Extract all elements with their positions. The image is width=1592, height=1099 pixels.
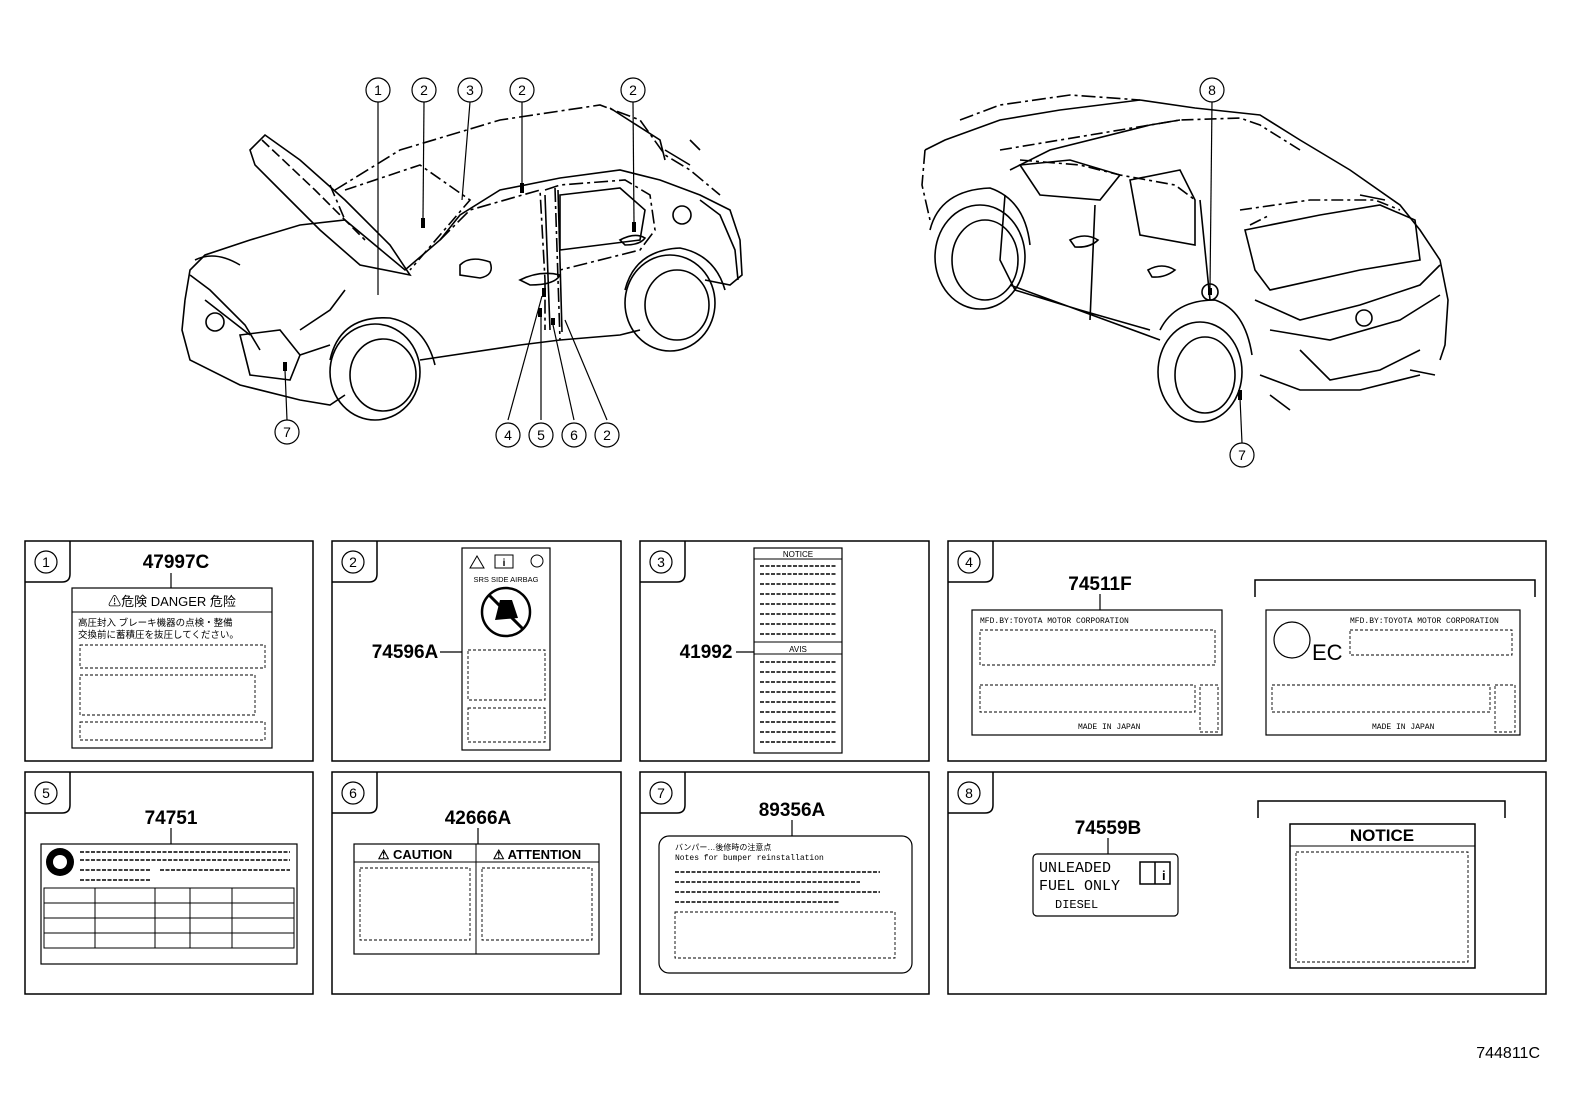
callout-circle: 3 bbox=[457, 77, 483, 103]
svg-text:2: 2 bbox=[420, 82, 428, 98]
callout-circle: 2 bbox=[594, 422, 620, 448]
panel-index: 3 bbox=[649, 550, 673, 574]
label-notice: NOTICE bbox=[783, 550, 813, 559]
callout-circle: 1 bbox=[365, 77, 391, 103]
svg-text:2: 2 bbox=[518, 82, 526, 98]
svg-text:7: 7 bbox=[1238, 447, 1246, 463]
panel-index: 4 bbox=[957, 550, 981, 574]
svg-text:7: 7 bbox=[283, 424, 291, 440]
svg-text:8: 8 bbox=[965, 785, 973, 801]
drawing-number: 744811C bbox=[1476, 1045, 1540, 1062]
label-unleaded: UNLEADED bbox=[1039, 860, 1111, 877]
svg-text:6: 6 bbox=[570, 427, 578, 443]
panel-index: 7 bbox=[649, 781, 673, 805]
svg-text:4: 4 bbox=[965, 554, 973, 570]
panel-4: 74511F MFD.BY:TOYOTA MOTOR CORPORATION M… bbox=[971, 574, 1536, 736]
svg-text:6: 6 bbox=[349, 785, 357, 801]
callout-circle: 5 bbox=[528, 422, 554, 448]
label-fuel-only: FUEL ONLY bbox=[1039, 878, 1120, 895]
front-callout-leaders bbox=[284, 101, 635, 421]
svg-text:8: 8 bbox=[1208, 82, 1216, 98]
svg-text:7: 7 bbox=[657, 785, 665, 801]
rear-car-illustration bbox=[921, 94, 1449, 423]
svg-text:5: 5 bbox=[42, 785, 50, 801]
label-caption: SRS SIDE AIRBAG bbox=[473, 575, 538, 584]
part-number: 74559B bbox=[1075, 818, 1142, 839]
label-origin: MADE IN JAPAN bbox=[1078, 723, 1141, 732]
callout-circle: 8 bbox=[1199, 77, 1225, 103]
panel-frames bbox=[24, 540, 1547, 995]
info-icon: i bbox=[503, 558, 506, 569]
label-danger-title: ⚠危険 DANGER 危险 bbox=[108, 594, 236, 609]
front-car-illustration bbox=[181, 104, 743, 421]
label-text-line: 交換前に蓄積圧を抜圧してください。 bbox=[78, 629, 239, 641]
label-diesel: DIESEL bbox=[1055, 898, 1098, 912]
panel-6: 42666A ⚠ CAUTION ⚠ ATTENTION bbox=[353, 808, 600, 955]
part-number: 74751 bbox=[145, 808, 198, 829]
panel-index: 5 bbox=[34, 781, 58, 805]
rear-callout-leaders bbox=[1209, 101, 1243, 444]
svg-text:1: 1 bbox=[42, 554, 50, 570]
panel-1: 47997C ⚠危険 DANGER 危险 高圧封入 ブレーキ機器の点検・整備 交… bbox=[71, 552, 273, 749]
part-number: 42666A bbox=[445, 808, 512, 829]
panel-2: 74596A i SRS SIDE AIRBAG bbox=[372, 547, 551, 751]
label-text-line: バンパー…後修時の注意点 bbox=[675, 842, 771, 852]
callout-circle: 6 bbox=[561, 422, 587, 448]
svg-text:4: 4 bbox=[504, 427, 512, 443]
label-notice: NOTICE bbox=[1350, 826, 1414, 845]
callout-circle: 2 bbox=[620, 77, 646, 103]
front-label-marks bbox=[283, 183, 636, 371]
svg-text:5: 5 bbox=[537, 427, 545, 443]
panel-index: 2 bbox=[341, 550, 365, 574]
callout-circle: 4 bbox=[495, 422, 521, 448]
callout-circle: 7 bbox=[274, 419, 300, 445]
ec-mark: EC bbox=[1312, 640, 1343, 665]
callout-circle: 7 bbox=[1229, 442, 1255, 468]
label-text-line: Notes for bumper reinstallation bbox=[675, 854, 824, 863]
info-icon: i bbox=[1162, 868, 1166, 883]
no-child-seat-icon bbox=[480, 586, 532, 638]
panel-7: 89356A バンパー…後修時の注意点 Notes for bumper rei… bbox=[658, 800, 913, 974]
part-number: 74511F bbox=[1068, 574, 1131, 595]
svg-text:2: 2 bbox=[629, 82, 637, 98]
part-number: 89356A bbox=[759, 800, 826, 821]
front-callouts: 1 2 3 2 2 7 4 5 6 2 bbox=[274, 77, 646, 448]
part-number: 74596A bbox=[372, 642, 439, 663]
part-number: 41992 bbox=[680, 642, 733, 663]
panel-index: 8 bbox=[957, 781, 981, 805]
label-maker: MFD.BY:TOYOTA MOTOR CORPORATION bbox=[980, 617, 1129, 626]
panel-index-markers: 1 2 3 4 5 6 7 8 bbox=[34, 550, 981, 805]
label-origin: MADE IN JAPAN bbox=[1372, 723, 1435, 732]
svg-text:3: 3 bbox=[466, 82, 474, 98]
panel-index: 1 bbox=[34, 550, 58, 574]
panel-8: 74559B UNLEADED FUEL ONLY DIESEL i NOTIC… bbox=[1032, 800, 1506, 969]
label-maker: MFD.BY:TOYOTA MOTOR CORPORATION bbox=[1350, 617, 1499, 626]
callout-circle: 2 bbox=[411, 77, 437, 103]
svg-text:3: 3 bbox=[657, 554, 665, 570]
svg-text:2: 2 bbox=[603, 427, 611, 443]
panel-3: 41992 NOTICE AVIS bbox=[680, 547, 843, 754]
label-attention: ⚠ ATTENTION bbox=[493, 847, 581, 862]
panel-5: 74751 bbox=[40, 808, 298, 965]
label-avis: AVIS bbox=[789, 645, 807, 654]
svg-text:1: 1 bbox=[374, 82, 382, 98]
panel-index: 6 bbox=[341, 781, 365, 805]
svg-text:2: 2 bbox=[349, 554, 357, 570]
label-caution: ⚠ CAUTION bbox=[378, 847, 452, 862]
rear-callouts: 8 7 bbox=[1199, 77, 1255, 468]
label-text-line: 高圧封入 ブレーキ機器の点検・整備 bbox=[78, 617, 233, 629]
callout-circle: 2 bbox=[509, 77, 535, 103]
part-number: 47997C bbox=[143, 552, 210, 573]
rear-label-marks bbox=[1208, 288, 1242, 400]
